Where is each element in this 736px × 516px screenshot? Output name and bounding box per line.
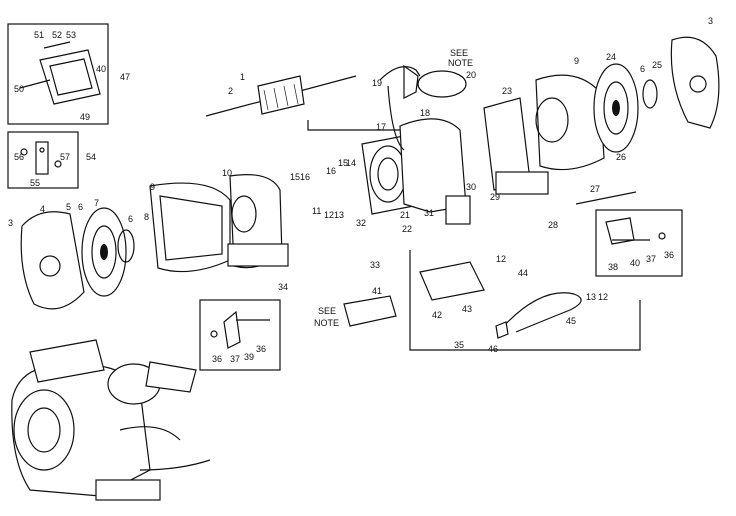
callout-45: 45	[566, 316, 576, 326]
callout-42: 42	[432, 310, 442, 320]
callout-36: 36	[664, 250, 674, 260]
callout-50: 50	[14, 84, 24, 94]
callout-12: 12	[324, 210, 334, 220]
water-tray	[343, 295, 397, 327]
callout-11: 11	[312, 206, 321, 216]
callout-12: 12	[496, 254, 506, 264]
right-inner-guard	[535, 74, 605, 171]
callout-41: 41	[372, 286, 382, 296]
left-grinding-wheel	[81, 207, 135, 297]
callout-53: 53	[66, 30, 76, 40]
right-motor-housing	[483, 97, 549, 195]
callout-40: 40	[630, 258, 640, 268]
callout-44: 44	[518, 268, 528, 278]
callout-30: 30	[466, 182, 476, 192]
callout-5: 5	[66, 202, 71, 212]
callout-24: 24	[606, 52, 616, 62]
tie-rod	[575, 191, 637, 205]
callout-36: 36	[256, 344, 266, 354]
callout-4: 4	[40, 204, 45, 214]
callout-27: 27	[590, 184, 600, 194]
callout-6: 6	[640, 64, 645, 74]
callout-34: 34	[278, 282, 288, 292]
callout-38: 38	[608, 262, 618, 272]
callout-15: 15	[290, 172, 300, 182]
callout-15: 15	[338, 158, 348, 168]
callout-9: 9	[150, 182, 155, 192]
callout-14: 14	[346, 158, 356, 168]
spark-guard-inset-box	[7, 131, 79, 189]
eye-shield-inset-box	[7, 23, 109, 125]
callout-7: 7	[94, 198, 99, 208]
center-housing	[399, 118, 471, 225]
callout-3: 3	[8, 218, 13, 228]
callout-56: 56	[14, 152, 24, 162]
callout-17: 17	[376, 122, 386, 132]
callout-22: 22	[402, 224, 412, 234]
callout-21: 21	[400, 210, 410, 220]
callout-10: 10	[222, 168, 232, 178]
callout-49: 49	[80, 112, 90, 122]
callout-43: 43	[462, 304, 472, 314]
see-note-bottom-line1: SEE	[318, 306, 336, 316]
see-note-top-line1: SEE	[450, 48, 468, 58]
assembled-grinder-illustration	[11, 339, 211, 501]
callout-25: 25	[652, 60, 662, 70]
switch-plate	[419, 261, 485, 301]
callout-52: 52	[52, 30, 62, 40]
callout-16: 16	[326, 166, 336, 176]
callout-6: 6	[78, 202, 83, 212]
callout-51: 51	[34, 30, 44, 40]
callout-29: 29	[490, 192, 500, 202]
work-lamp	[379, 64, 467, 151]
armature-shaft	[205, 75, 357, 117]
callout-37: 37	[646, 254, 656, 264]
callout-55: 55	[30, 178, 40, 188]
callout-labels: 1 2 3 3 4 5 6 6 6 7 8 9 9 10 11 12 12 12…	[8, 16, 713, 364]
callout-31: 31	[424, 208, 434, 218]
callout-39: 39	[244, 352, 254, 362]
callout-19: 19	[372, 78, 382, 88]
tool-rest-right-inset-box	[595, 209, 683, 277]
callout-33: 33	[370, 260, 380, 270]
callout-16: 16	[300, 172, 310, 182]
callout-47: 47	[120, 72, 130, 82]
callout-3: 3	[708, 16, 713, 26]
callout-37: 37	[230, 354, 240, 364]
callout-18: 18	[420, 108, 430, 118]
callout-1: 1	[240, 72, 245, 82]
callout-6: 6	[128, 214, 133, 224]
see-note-top-line2: NOTE	[448, 58, 473, 68]
right-grinding-wheel	[593, 63, 658, 153]
callout-20: 20	[466, 70, 476, 80]
see-note-labels: SEE NOTE SEE NOTE	[314, 48, 473, 328]
callout-26: 26	[616, 152, 626, 162]
callout-9: 9	[574, 56, 579, 66]
left-outer-guard	[20, 211, 85, 310]
see-note-bottom-line2: NOTE	[314, 318, 339, 328]
right-outer-guard	[670, 36, 720, 129]
callout-32: 32	[356, 218, 366, 228]
callout-46: 46	[488, 344, 498, 354]
left-motor-housing	[227, 174, 289, 269]
callout-35: 35	[454, 340, 464, 350]
callout-40: 40	[96, 64, 106, 74]
callout-36: 36	[212, 354, 222, 364]
power-cord	[495, 292, 582, 339]
callout-28: 28	[548, 220, 558, 230]
left-inner-guard	[149, 182, 231, 273]
callout-8: 8	[144, 212, 149, 222]
callout-2: 2	[228, 86, 233, 96]
callout-23: 23	[502, 86, 512, 96]
callout-13: 13	[586, 292, 596, 302]
tool-rest-left-inset-box	[199, 299, 281, 371]
callout-13: 13	[334, 210, 344, 220]
callout-12: 12	[598, 292, 608, 302]
callout-54: 54	[86, 152, 96, 162]
callout-57: 57	[60, 152, 70, 162]
